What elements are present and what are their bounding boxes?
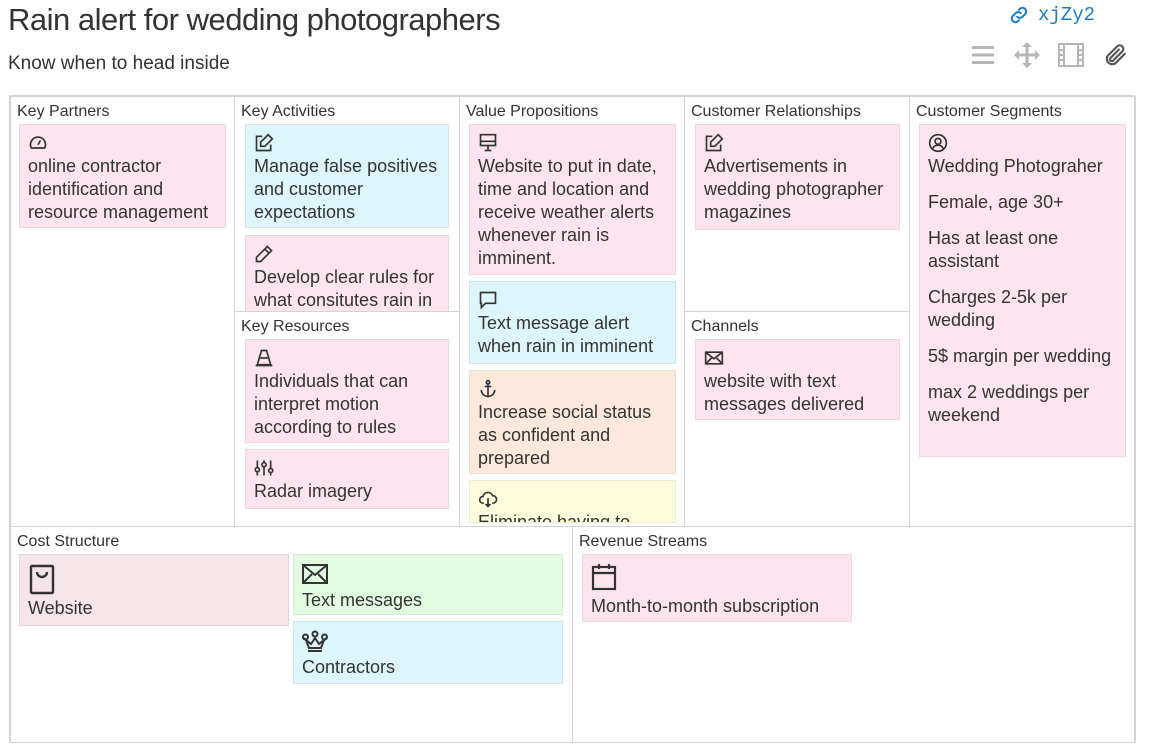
gauge-icon <box>28 133 217 153</box>
note-line: Charges 2-5k per wedding <box>928 287 1068 330</box>
note-text: Text messages <box>302 590 423 610</box>
section-title: Key Activities <box>241 103 336 120</box>
note-text: website with text messages delivered <box>704 371 865 414</box>
presentation-icon <box>478 133 667 153</box>
sticky-note[interactable]: Individuals that can interpret motion ac… <box>245 339 449 443</box>
link-icon <box>1008 4 1030 26</box>
note-text: Manage false positives and customer expe… <box>254 156 438 222</box>
paperclip-icon[interactable] <box>1100 40 1130 70</box>
section-revenue-streams: Revenue Streams Month-to-month subscript… <box>572 526 1136 743</box>
note-text: Advertisements in wedding photographer m… <box>704 156 884 222</box>
note-line: max 2 weddings per weekend <box>928 382 1090 425</box>
sticky-note[interactable]: Increase social status as confident and … <box>469 370 676 474</box>
note-text: Eliminate having to <box>478 512 631 523</box>
section-cost-structure: Cost Structure Website Text messages Con… <box>10 526 573 743</box>
sticky-note[interactable]: Text messages <box>293 554 563 615</box>
user-circle-icon <box>928 133 1117 153</box>
section-title: Key Resources <box>241 318 350 335</box>
business-model-canvas: Key Partners online contractor identific… <box>9 95 1136 743</box>
sticky-note[interactable]: Text message alert when rain in imminent <box>469 281 676 364</box>
section-channels: Channels website with text messages deli… <box>684 311 910 527</box>
sliders-icon <box>254 458 440 478</box>
sticky-note[interactable]: website with text messages delivered <box>695 339 900 420</box>
sticky-note[interactable]: Develop clear rules for what consitutes … <box>245 235 449 311</box>
note-text: Website <box>28 598 93 618</box>
section-title: Channels <box>691 318 759 335</box>
cloud-download-icon <box>478 489 667 509</box>
sticky-note[interactable]: Manage false positives and customer expe… <box>245 124 449 228</box>
film-icon[interactable] <box>1056 40 1086 70</box>
section-title: Customer Relationships <box>691 103 861 120</box>
sticky-note[interactable]: Website <box>19 554 289 626</box>
sticky-note[interactable]: Contractors <box>293 621 563 684</box>
sticky-note[interactable]: online contractor identification and res… <box>19 124 226 228</box>
section-value-propositions: Value Propositions Website to put in dat… <box>459 96 685 527</box>
note-line: 5$ margin per wedding <box>928 346 1112 366</box>
section-title: Customer Segments <box>916 103 1062 120</box>
page-subtitle: Know when to head inside <box>8 53 230 74</box>
sticky-note[interactable]: Wedding Photograher Female, age 30+ Has … <box>919 124 1126 457</box>
share-link[interactable]: xjZy2 <box>1008 4 1095 26</box>
traffic-cone-icon <box>254 348 440 368</box>
section-key-partners: Key Partners online contractor identific… <box>10 96 235 527</box>
section-customer-relationships: Customer Relationships Advertisements in… <box>684 96 910 312</box>
crown-icon <box>302 630 554 654</box>
note-text: Text message alert when rain in imminent <box>478 313 654 356</box>
anchor-icon <box>478 379 667 399</box>
sticky-note[interactable]: Eliminate having to <box>469 480 676 523</box>
edit-icon <box>254 133 440 153</box>
shopping-bag-icon <box>28 563 280 595</box>
note-text: Individuals that can interpret motion ac… <box>254 371 409 437</box>
sticky-note[interactable]: Month-to-month subscription <box>582 554 852 622</box>
calendar-icon <box>591 563 843 593</box>
sticky-note[interactable]: Advertisements in wedding photographer m… <box>695 124 900 230</box>
section-title: Key Partners <box>17 103 110 120</box>
note-line: Has at least one assistant <box>928 228 1059 271</box>
move-icon[interactable] <box>1012 40 1042 70</box>
section-title: Revenue Streams <box>579 533 708 550</box>
note-text: online contractor identification and res… <box>28 156 209 222</box>
envelope-icon <box>302 563 554 587</box>
note-text: Contractors <box>302 657 396 677</box>
note-text: Develop clear rules for what consitutes … <box>254 267 435 310</box>
section-customer-segments: Customer Segments Wedding Photograher Fe… <box>909 96 1136 527</box>
envelope-icon <box>704 348 891 368</box>
sticky-note[interactable]: Website to put in date, time and locatio… <box>469 124 676 275</box>
list-icon[interactable] <box>968 40 998 70</box>
sticky-note[interactable]: Radar imagery <box>245 449 449 509</box>
note-line: Female, age 30+ <box>928 192 1064 212</box>
note-text: Radar imagery <box>254 481 373 501</box>
section-key-activities: Key Activities Manage false positives an… <box>234 96 460 312</box>
note-text: Month-to-month subscription <box>591 596 820 616</box>
pencil-icon <box>254 244 440 264</box>
section-key-resources: Key Resources Individuals that can inter… <box>234 311 460 527</box>
section-title: Value Propositions <box>466 103 599 120</box>
note-text: Increase social status as confident and … <box>478 402 652 468</box>
section-title: Cost Structure <box>17 533 120 550</box>
note-line: Wedding Photograher <box>928 156 1103 176</box>
note-text: Website to put in date, time and locatio… <box>478 156 657 268</box>
page-title: Rain alert for wedding photographers <box>8 2 501 37</box>
message-icon <box>478 290 667 310</box>
toolbar <box>968 40 1130 70</box>
edit-icon <box>704 133 891 153</box>
share-code[interactable]: xjZy2 <box>1038 4 1096 26</box>
